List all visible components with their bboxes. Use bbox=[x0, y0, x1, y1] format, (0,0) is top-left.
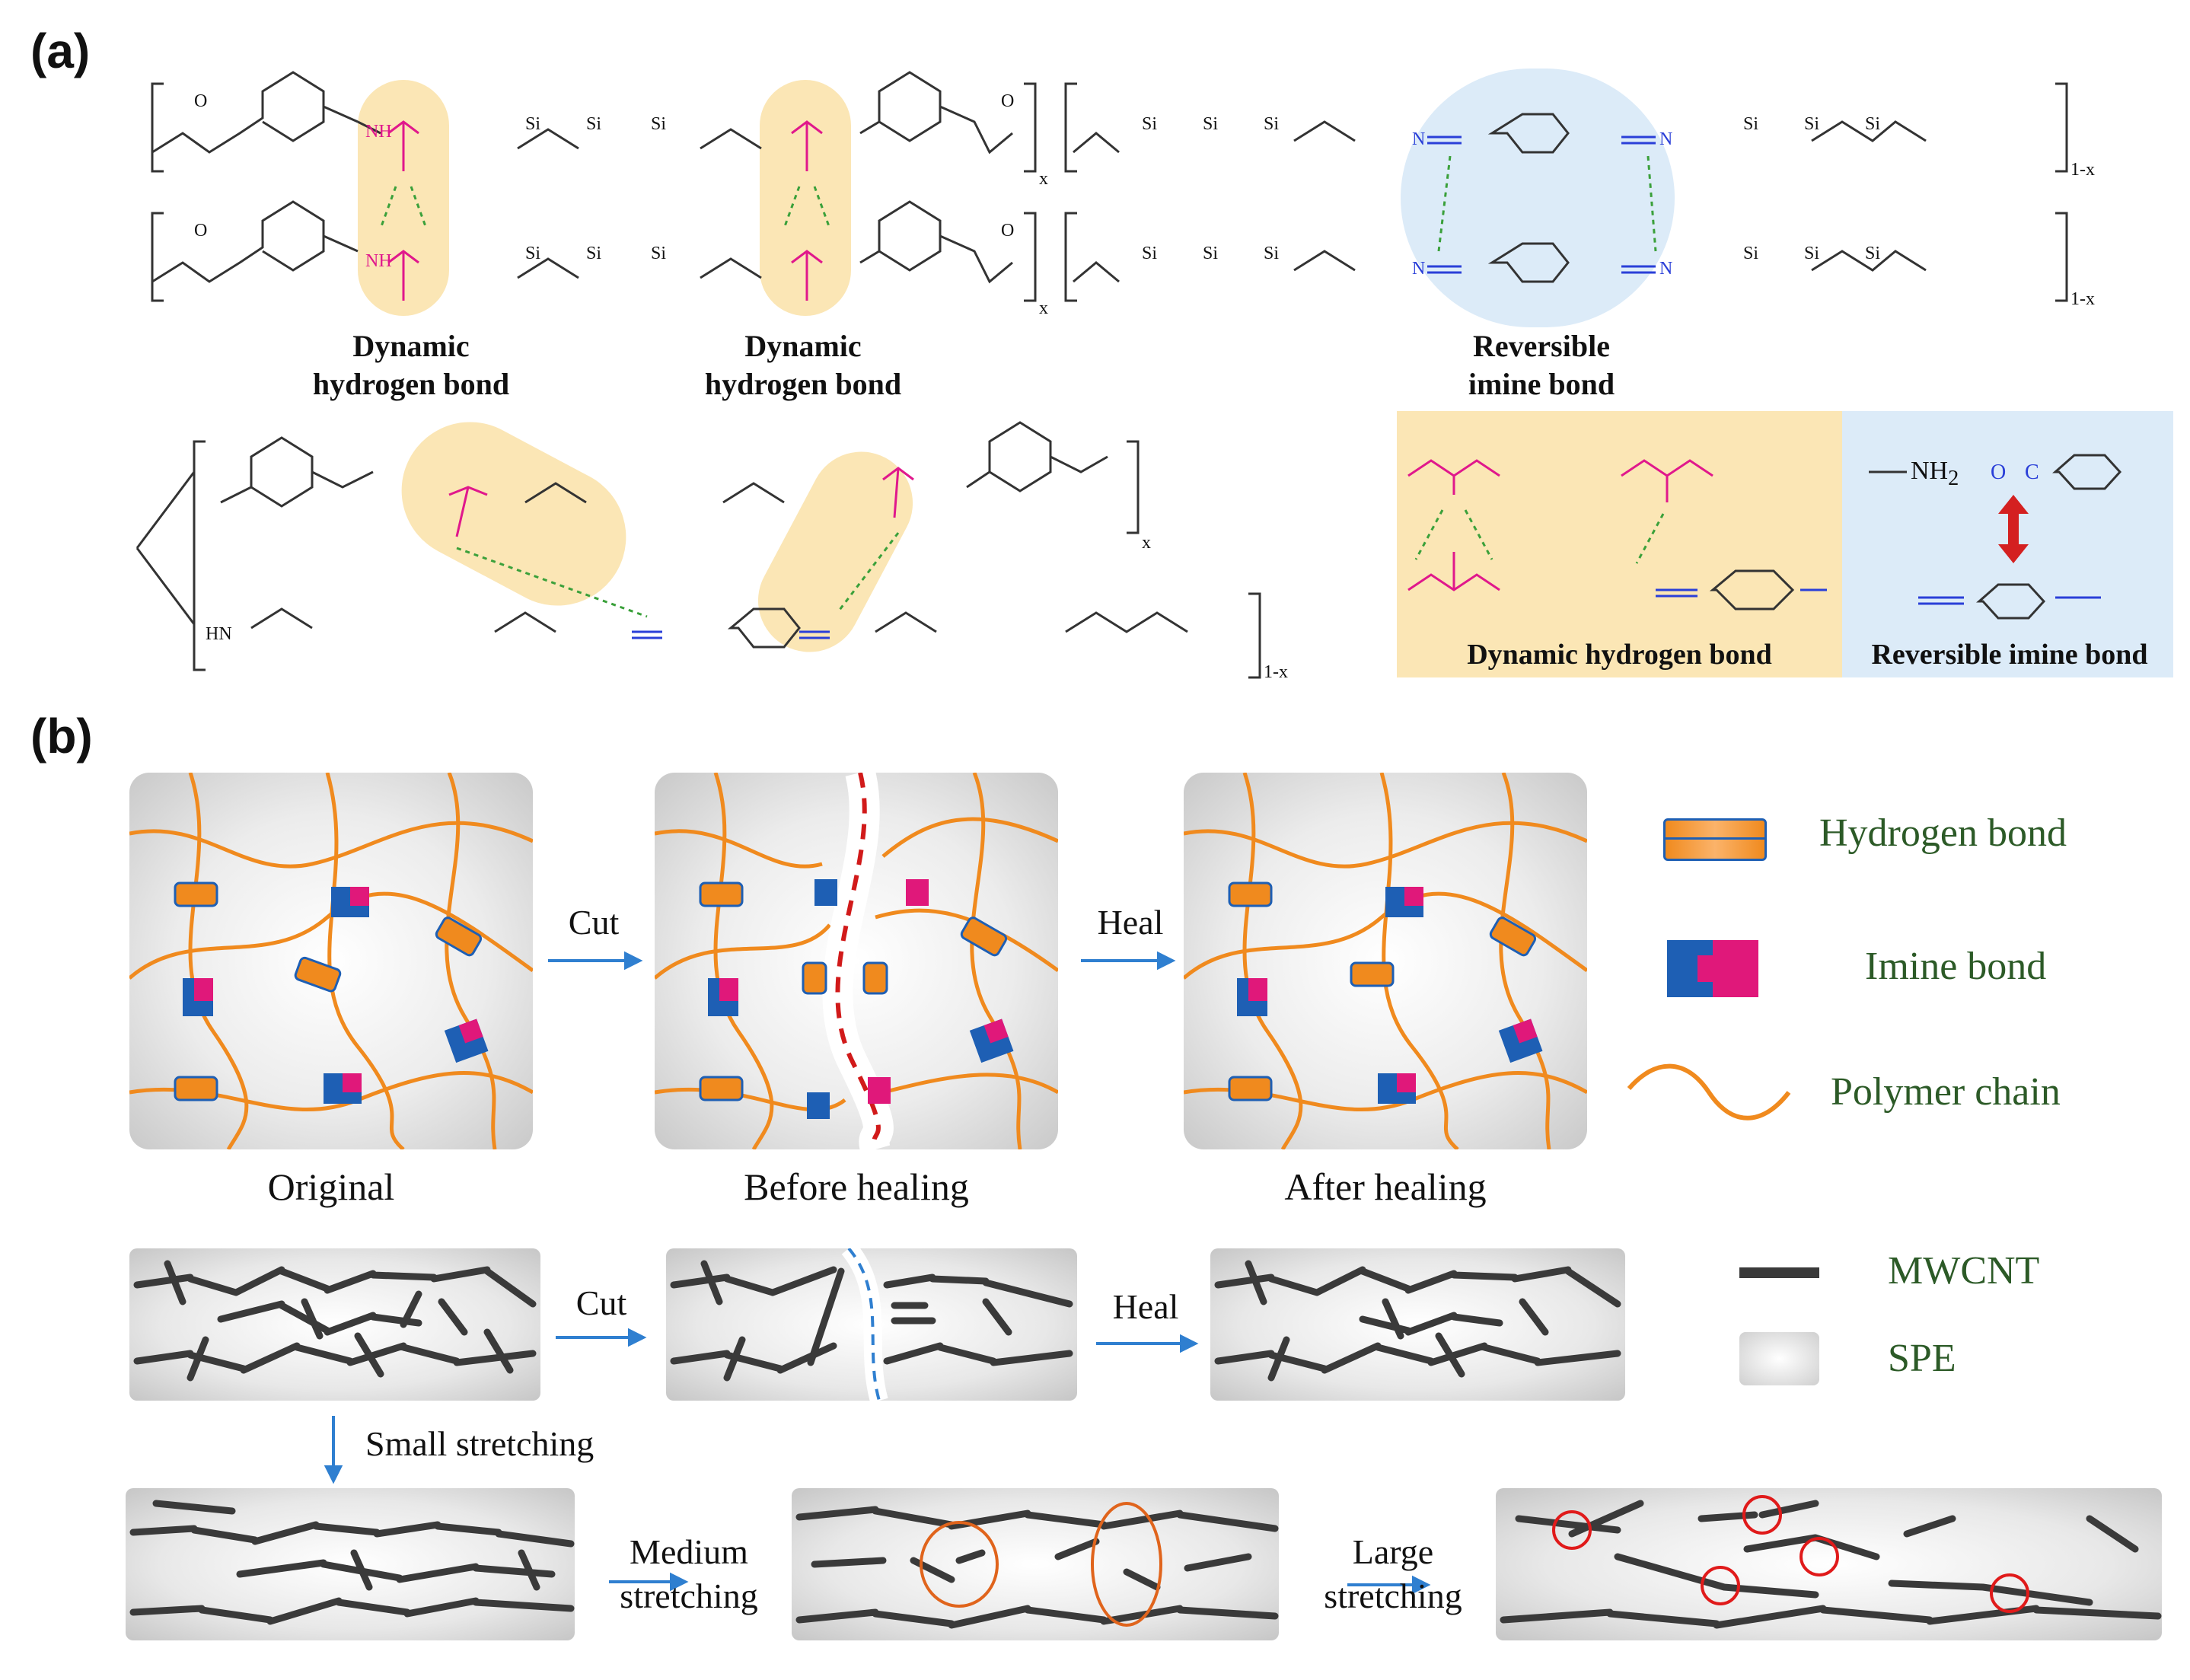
subscript-1x-3: 1-x bbox=[1264, 662, 1288, 682]
spe-legend-icon bbox=[1739, 1332, 1819, 1385]
caption-after-healing: After healing bbox=[1284, 1165, 1487, 1208]
atom-si: Si bbox=[1203, 114, 1219, 134]
atom-si: Si bbox=[1142, 114, 1158, 134]
small-stretching-label: Small stretching bbox=[365, 1424, 595, 1463]
atom-nh: NH bbox=[365, 122, 392, 142]
cnt-cut-line bbox=[847, 1248, 881, 1401]
legend-polymer-chain: Polymer chain bbox=[1831, 1070, 2061, 1114]
fracture-circle bbox=[1799, 1537, 1839, 1576]
cnt-strip-large-stretch bbox=[1496, 1488, 2162, 1640]
atom-si: Si bbox=[651, 244, 667, 263]
atom-si: Si bbox=[651, 114, 667, 134]
legend-structures bbox=[1407, 454, 2122, 620]
cnt-strip-medium-stretch bbox=[792, 1488, 1279, 1640]
atom-si: Si bbox=[1743, 114, 1759, 134]
atom-n: N bbox=[1412, 129, 1426, 149]
fracture-circle bbox=[1742, 1495, 1782, 1535]
break-circle bbox=[920, 1521, 999, 1608]
panel-b-label: (b) bbox=[30, 709, 93, 763]
hydrogen-bond-legend-icon bbox=[1663, 818, 1767, 861]
atom-n: N bbox=[1659, 129, 1673, 149]
medium-stretching-label: Medium stretching bbox=[620, 1532, 758, 1615]
atom-si: Si bbox=[1804, 114, 1820, 134]
polymer-chain-legend-icon bbox=[1627, 1063, 1791, 1121]
imine-bond-legend-icon bbox=[1667, 940, 1758, 997]
break-circle bbox=[1091, 1502, 1162, 1627]
cnt-network-cut bbox=[670, 1248, 1073, 1401]
legend-nh2: NH2 bbox=[1911, 457, 1959, 490]
fracture-circle bbox=[1552, 1510, 1592, 1550]
hbond-caption-2: Dynamic hydrogen bond bbox=[704, 329, 902, 401]
atom-nh: NH bbox=[365, 251, 392, 271]
fracture-circle bbox=[1701, 1566, 1740, 1605]
atom-hn: HN bbox=[206, 624, 232, 644]
network-original bbox=[129, 773, 533, 1149]
subscript-x-2: x bbox=[1039, 298, 1048, 318]
polymer-network-cut bbox=[655, 773, 1058, 1149]
legend-imine-bond: Imine bond bbox=[1865, 945, 2047, 988]
atom-n: N bbox=[1412, 259, 1426, 279]
cnt-strip-original bbox=[129, 1248, 540, 1401]
polymer-network-healed bbox=[1184, 773, 1587, 1149]
atom-si: Si bbox=[1142, 244, 1158, 263]
hbond-legend-box bbox=[1397, 411, 1842, 677]
legend-aldehyde-o: O bbox=[1991, 461, 2007, 484]
cnt-network-large-stretch bbox=[1500, 1495, 2162, 1629]
arrow-cut-label: Cut bbox=[568, 903, 620, 942]
atom-si: Si bbox=[525, 244, 541, 263]
atom-si: Si bbox=[1804, 244, 1820, 263]
atom-n: N bbox=[1659, 259, 1673, 279]
legend-aldehyde-c: C bbox=[2025, 461, 2039, 484]
legend-mwcnt: MWCNT bbox=[1888, 1249, 2040, 1293]
atom-si: Si bbox=[586, 114, 602, 134]
atom-si: Si bbox=[1865, 114, 1881, 134]
cnt-network-original bbox=[133, 1260, 537, 1382]
atom-si: Si bbox=[525, 114, 541, 134]
arrow-heal-label: Heal bbox=[1097, 903, 1164, 942]
subscript-1x-1: 1-x bbox=[2070, 160, 2095, 180]
atom-o: O bbox=[1001, 91, 1015, 111]
mwcnt-legend-icon bbox=[1739, 1267, 1819, 1278]
network-before-healing bbox=[655, 773, 1058, 1149]
subscript-x-1: x bbox=[1039, 169, 1048, 189]
imine-caption: Reversible imine bond bbox=[1468, 329, 1615, 401]
polymer-network-original bbox=[129, 773, 533, 1149]
subscript-x-3: x bbox=[1142, 533, 1151, 553]
caption-original: Original bbox=[267, 1165, 395, 1208]
fracture-circle bbox=[1990, 1573, 2029, 1613]
cnt-network-medium-stretch bbox=[795, 1502, 1279, 1629]
atom-si: Si bbox=[1264, 114, 1280, 134]
hbond-highlight-2 bbox=[760, 80, 851, 316]
cnt-arrow-cut-label: Cut bbox=[575, 1283, 627, 1322]
atom-si: Si bbox=[1264, 244, 1280, 263]
legend-imine-caption: Reversible imine bond bbox=[1871, 639, 2148, 671]
atom-o: O bbox=[1001, 221, 1015, 241]
legend-hbond-caption: Dynamic hydrogen bond bbox=[1467, 639, 1772, 671]
cnt-arrow-heal-label: Heal bbox=[1112, 1287, 1179, 1326]
subscript-1x-2: 1-x bbox=[2070, 289, 2095, 309]
cnt-strip-small-stretch bbox=[126, 1488, 575, 1640]
cnt-network-small-stretch bbox=[129, 1500, 575, 1625]
caption-before-healing: Before healing bbox=[744, 1165, 969, 1208]
cut-line bbox=[835, 773, 881, 1149]
network-after-healing bbox=[1184, 773, 1587, 1149]
hbond-caption-1: Dynamic hydrogen bond bbox=[312, 329, 510, 401]
atom-si: Si bbox=[1743, 244, 1759, 263]
panel-a-label: (a) bbox=[30, 24, 91, 78]
cnt-strip-healed bbox=[1210, 1248, 1625, 1401]
atom-o: O bbox=[194, 221, 208, 241]
atom-si: Si bbox=[1203, 244, 1219, 263]
atom-si: Si bbox=[1865, 244, 1881, 263]
imine-highlight bbox=[1401, 69, 1675, 327]
legend-hydrogen-bond: Hydrogen bond bbox=[1819, 811, 2067, 855]
atom-o: O bbox=[194, 91, 208, 111]
large-stretching-label: Large stretching bbox=[1324, 1532, 1462, 1615]
atom-si: Si bbox=[586, 244, 602, 263]
legend-spe: SPE bbox=[1888, 1337, 1956, 1380]
cnt-strip-cut bbox=[666, 1248, 1077, 1401]
cnt-network-healed bbox=[1214, 1260, 1621, 1382]
